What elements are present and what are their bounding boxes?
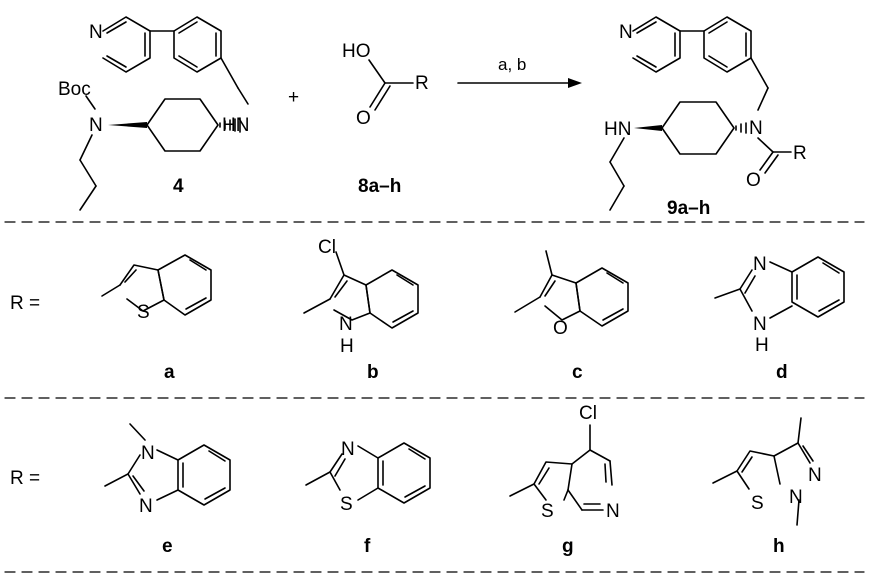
product-9-label: 9a–h	[667, 198, 710, 219]
substituent-d-nh: N	[753, 314, 767, 335]
substituent-g-n: N	[606, 501, 620, 522]
substituent-c-label: c	[572, 362, 583, 383]
reaction-arrow	[457, 78, 582, 88]
substituent-e-label: e	[162, 536, 173, 557]
substituent-a-s: S	[137, 302, 150, 323]
reaction-conditions: a, b	[498, 55, 526, 74]
substituent-g-cl: Cl	[579, 403, 597, 424]
substituent-d-n: N	[753, 254, 767, 275]
product-r-group: R	[793, 143, 807, 164]
product-amine: HN	[604, 119, 631, 140]
substituent-f-label: f	[364, 536, 371, 557]
acid-hydroxyl: HO	[342, 41, 371, 62]
substituent-g-s: S	[541, 501, 554, 522]
substituent-a-structure	[101, 254, 212, 316]
substituent-e-n2: N	[139, 496, 153, 517]
acid-8-label: 8a–h	[358, 176, 401, 197]
reactant-4-label: 4	[173, 176, 184, 197]
r-equals-label-row2: R =	[10, 468, 40, 489]
substituent-g-label: g	[562, 536, 574, 557]
substituent-c-structure	[514, 250, 629, 327]
substituent-h-structure	[712, 417, 814, 526]
substituent-g-structure	[509, 424, 613, 511]
product-pyridine-n: N	[619, 22, 633, 43]
acid-carbonyl-o: O	[356, 108, 371, 129]
substituent-b-cl: Cl	[318, 237, 336, 258]
product-carbonyl-o: O	[746, 170, 761, 191]
substituent-b-structure	[303, 251, 419, 329]
reactant-4-structure	[79, 16, 249, 211]
substituent-f-s: S	[340, 494, 353, 515]
acid-r-group: R	[415, 73, 429, 94]
hashed-bond	[219, 117, 241, 133]
substituent-d-structure	[714, 256, 845, 319]
reactant-4-carbamate-n: N	[89, 115, 103, 136]
substituent-c-o: O	[553, 318, 568, 339]
substituent-e-structure	[104, 423, 231, 506]
substituent-d-h: H	[755, 335, 769, 356]
substituent-b-n: N	[339, 314, 353, 335]
substituent-d-label: d	[776, 362, 788, 383]
r-equals-label-row1: R =	[10, 293, 40, 314]
substituent-h-label: h	[773, 536, 785, 557]
substituent-h-n1: N	[808, 465, 822, 486]
product-amide-n: N	[749, 118, 763, 139]
reactant-4-pyridine-n: N	[89, 22, 103, 43]
substituent-e-n1: N	[141, 443, 155, 464]
product-9-structure	[609, 16, 792, 211]
substituent-b-h: H	[340, 336, 354, 357]
reactant-4-boc: Boc	[58, 79, 91, 100]
plus-sign: +	[288, 87, 299, 108]
substituent-b-label: b	[367, 362, 379, 383]
substituent-f-structure	[305, 442, 431, 504]
substituent-a-label: a	[164, 362, 175, 383]
substituent-h-s: S	[751, 493, 764, 514]
reactant-4-amine: HN	[222, 115, 249, 136]
hashed-bond	[735, 122, 747, 134]
substituent-h-n2: N	[789, 487, 803, 508]
acid-8-structure	[368, 59, 414, 111]
substituent-f-n: N	[341, 439, 355, 460]
